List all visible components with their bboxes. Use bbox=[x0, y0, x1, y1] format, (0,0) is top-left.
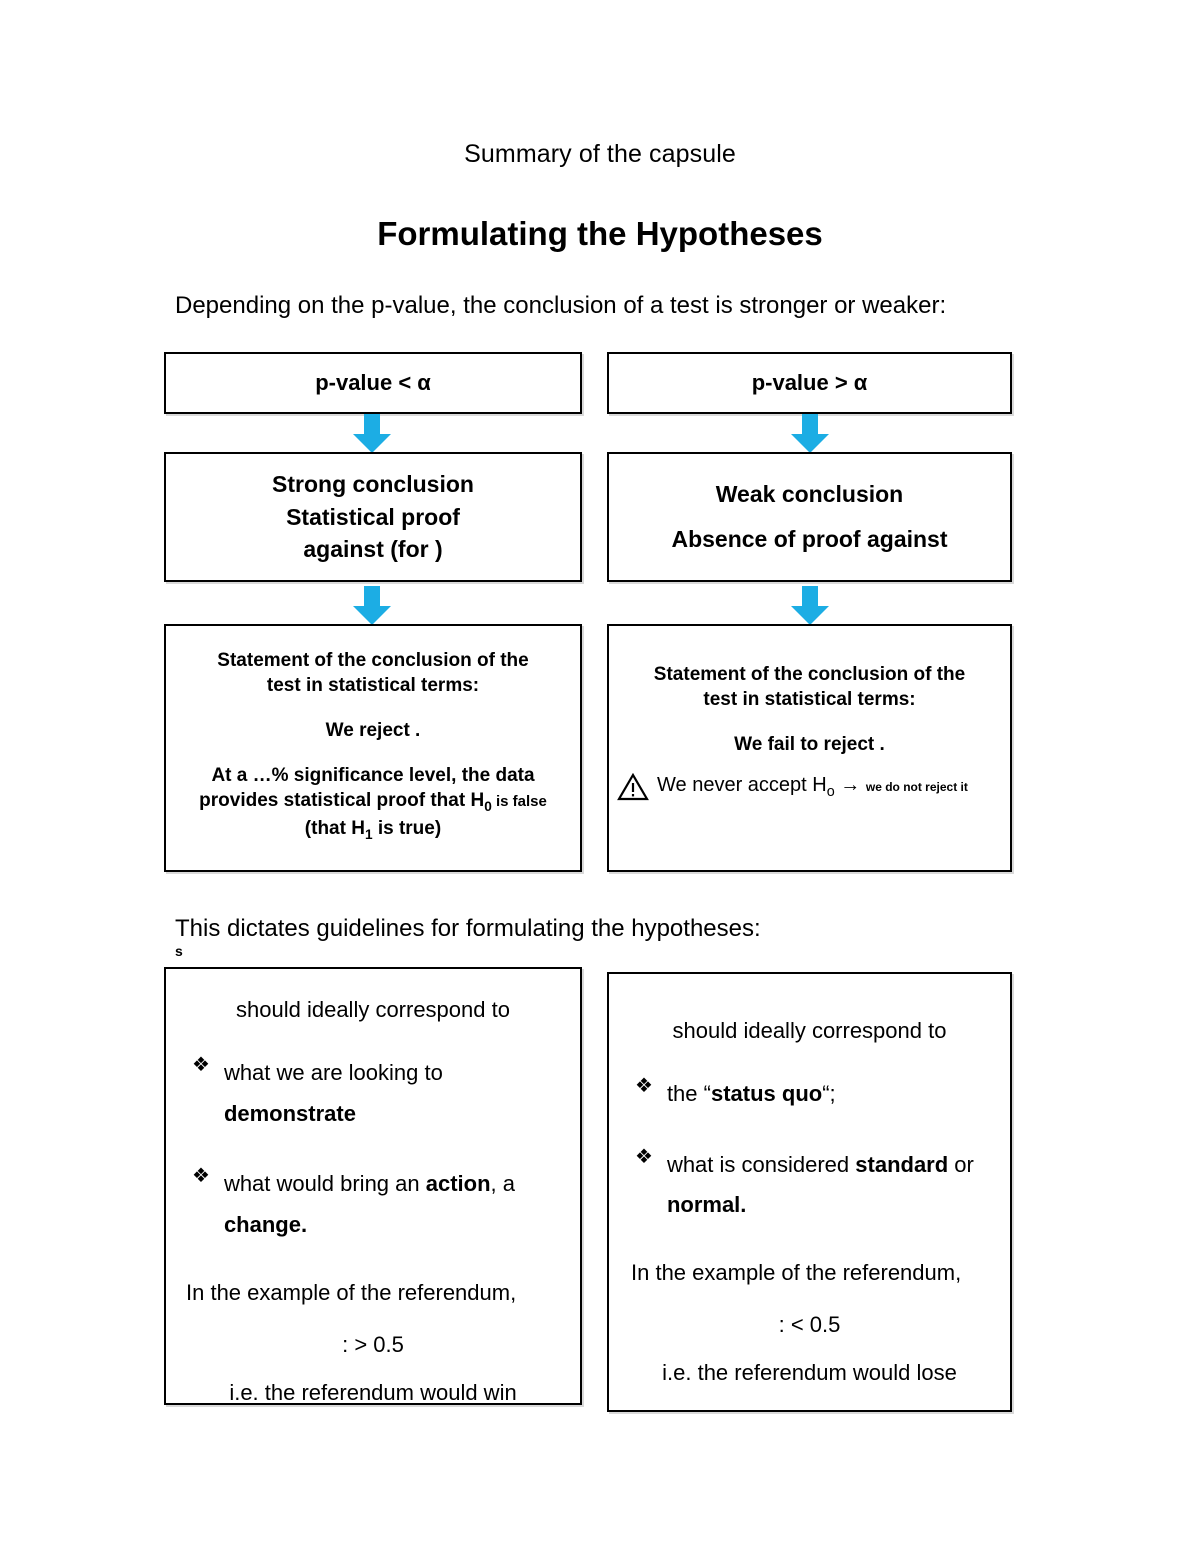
conclusion-left-line3: against (for ) bbox=[303, 536, 443, 563]
bullet-1-plain: the “ bbox=[666, 1081, 711, 1106]
arrow-down-icon-right-2 bbox=[785, 586, 835, 631]
never-accept-arrow: → bbox=[834, 774, 866, 797]
bullet-1-bold: status quo bbox=[710, 1081, 823, 1106]
conclusion-right-line2: Absence of proof against bbox=[671, 526, 948, 552]
guideline-left-outcome: i.e. the referendum would win bbox=[229, 1379, 517, 1405]
statement-right-header-2: test in statistical terms: bbox=[703, 689, 916, 711]
dictates-paragraph: This dictates guidelines for formulating… bbox=[175, 915, 761, 942]
bullet-2-continuation: normal. bbox=[666, 1192, 747, 1218]
guideline-right-bullet-1-text: the “status quo“; bbox=[667, 1074, 836, 1115]
guideline-box-left: should ideally correspond to ❖ what we a… bbox=[164, 967, 582, 1405]
conclusion-box-left: Strong conclusion Statistical proof agai… bbox=[164, 452, 582, 582]
statement-left-header-1: Statement of the conclusion of the bbox=[217, 650, 529, 671]
statement-box-right: Statement of the conclusion of the test … bbox=[607, 624, 1012, 872]
stray-character: s bbox=[175, 943, 183, 959]
bullet-1-bold: demonstrate bbox=[223, 1100, 356, 1126]
bullet-2-continuation: change. bbox=[223, 1212, 308, 1238]
guideline-right-lead: should ideally correspond to bbox=[672, 1018, 947, 1043]
bullet-2-bold: standard bbox=[855, 1151, 949, 1177]
detail-2-text: provides statistical proof that H bbox=[199, 790, 485, 812]
bullet-2-plain: what would bring an bbox=[223, 1171, 426, 1197]
conclusion-left-line2: Statistical proof bbox=[286, 503, 460, 530]
arrow-down-icon-left-2 bbox=[347, 586, 397, 631]
never-accept-subscript: o bbox=[826, 784, 835, 801]
intro-paragraph: Depending on the p-value, the conclusion… bbox=[175, 292, 947, 319]
guideline-left-bullet-1-text: what we are looking to demonstrate bbox=[224, 1053, 564, 1134]
detail-2-tail: is false bbox=[491, 793, 547, 811]
diamond-bullet-icon: ❖ bbox=[635, 1075, 653, 1097]
guideline-left-lead: should ideally correspond to bbox=[236, 997, 510, 1022]
diamond-bullet-icon: ❖ bbox=[192, 1165, 210, 1188]
conclusion-box-right: Weak conclusion Absence of proof against bbox=[607, 452, 1012, 582]
guideline-left-bullet-1: ❖ what we are looking to demonstrate bbox=[182, 1053, 564, 1134]
statement-right-verdict: We fail to reject . bbox=[734, 734, 885, 756]
detail-3-text: (that H bbox=[304, 818, 365, 840]
never-accept-text: We never accept Ho → we do not reject it bbox=[657, 774, 968, 800]
statement-box-left: Statement of the conclusion of the test … bbox=[164, 624, 582, 872]
page-title: Formulating the Hypotheses bbox=[377, 215, 823, 252]
statement-left-header-2: test in statistical terms: bbox=[266, 675, 480, 697]
detail-3-subscript: 1 bbox=[364, 826, 373, 842]
never-accept-note: We never accept Ho → we do not reject it bbox=[609, 773, 1010, 801]
bullet-1-plain: what we are looking to bbox=[223, 1060, 443, 1085]
condition-right-label: p-value > α bbox=[751, 370, 868, 395]
conclusion-right-line1: Weak conclusion bbox=[715, 481, 904, 508]
statement-left-detail-1: At a …% significance level, the data bbox=[211, 765, 535, 787]
statement-left-detail-3: (that H1 is true) bbox=[166, 816, 580, 844]
never-accept-tiny: we do not reject it bbox=[865, 780, 968, 795]
detail-2-subscript: 0 bbox=[484, 799, 492, 815]
guideline-right-value: : < 0.5 bbox=[778, 1312, 841, 1338]
guideline-right-example-intro: In the example of the referendum, bbox=[631, 1260, 962, 1286]
guideline-right-bullet-2-text: what is considered standard or normal. bbox=[667, 1145, 974, 1226]
arrow-down-icon-right-1 bbox=[785, 414, 835, 459]
guideline-box-right: should ideally correspond to ❖ the “stat… bbox=[607, 972, 1012, 1412]
guideline-right-bullet-2: ❖ what is considered standard or normal. bbox=[625, 1145, 994, 1226]
conclusion-left-line1: Strong conclusion bbox=[272, 471, 474, 498]
guideline-right-bullet-1: ❖ the “status quo“; bbox=[625, 1074, 994, 1115]
guideline-right-outcome: i.e. the referendum would lose bbox=[662, 1360, 957, 1386]
statement-right-header-1: Statement of the conclusion of the bbox=[653, 664, 966, 685]
never-accept-main: We never accept H bbox=[657, 774, 827, 797]
diamond-bullet-icon: ❖ bbox=[635, 1145, 653, 1168]
condition-box-left: p-value < α bbox=[164, 352, 582, 414]
statement-left-verdict: We reject . bbox=[325, 720, 421, 742]
guideline-left-bullet-2-text: what would bring an action, a change. bbox=[224, 1164, 515, 1245]
capsule-heading: Summary of the capsule bbox=[464, 140, 736, 168]
condition-box-right: p-value > α bbox=[607, 352, 1012, 414]
guideline-left-bullet-2: ❖ what would bring an action, a change. bbox=[182, 1164, 564, 1245]
arrow-down-icon-left-1 bbox=[347, 414, 397, 459]
guideline-left-value: : > 0.5 bbox=[342, 1331, 404, 1357]
bullet-2-tail: , a bbox=[490, 1171, 515, 1197]
detail-3-tail: is true) bbox=[372, 818, 442, 840]
condition-left-label: p-value < α bbox=[315, 370, 431, 395]
statement-left-detail-2: provides statistical proof that H0 is fa… bbox=[166, 788, 580, 816]
bullet-2-bold: action bbox=[425, 1171, 491, 1197]
bullet-2-plain: what is considered bbox=[666, 1151, 856, 1177]
bullet-2-tail: or bbox=[948, 1151, 974, 1177]
guideline-left-example-intro: In the example of the referendum, bbox=[186, 1279, 517, 1305]
diamond-bullet-icon: ❖ bbox=[192, 1054, 210, 1076]
warning-triangle-icon bbox=[617, 773, 649, 801]
bullet-1-tail: “; bbox=[822, 1081, 836, 1106]
